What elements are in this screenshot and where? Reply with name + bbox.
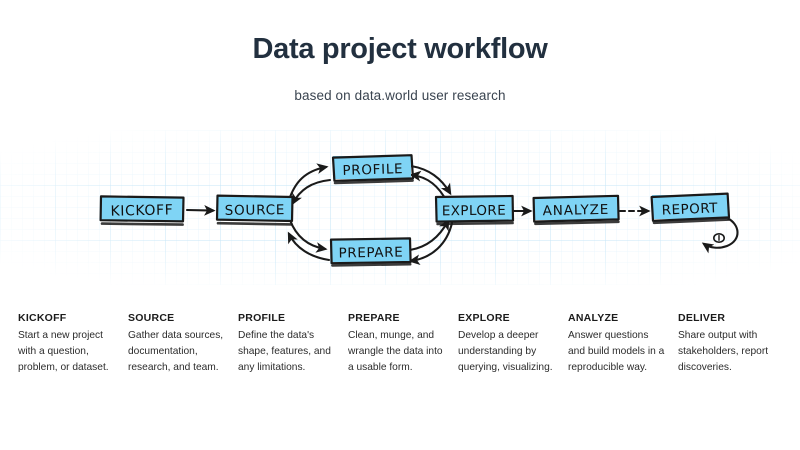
node-prepare-label: PREPARE	[338, 244, 403, 261]
node-source-highlight	[217, 196, 292, 220]
node-report-shadow	[652, 218, 730, 225]
arrow-explore-to-prepare	[408, 221, 454, 266]
caption-kickoff-body: Start a new project with a question, pro…	[18, 330, 109, 373]
node-profile[interactable]: PROFILE	[331, 154, 415, 185]
node-explore-label: EXPLORE	[442, 203, 506, 220]
caption-deliver-body: Share output with stakeholders, report d…	[678, 330, 769, 373]
node-report[interactable]: REPORT	[650, 192, 731, 225]
node-source-label: SOURCE	[225, 202, 286, 219]
node-analyze[interactable]: ANALYZE	[532, 194, 620, 226]
caption-profile: PROFILE Define the data's shape, feature…	[238, 312, 348, 375]
page-title: Data project workflow	[252, 33, 548, 65]
node-analyze-outline	[532, 194, 620, 223]
node-report-outline	[650, 192, 731, 222]
arrow-kickoff-to-source	[185, 205, 216, 216]
caption-prepare-body: Clean, munge, and wrangle the data into …	[348, 330, 443, 373]
node-explore[interactable]: EXPLORE	[434, 194, 515, 226]
caption-prepare-title: PREPARE	[348, 312, 400, 324]
node-prepare-outline	[329, 237, 412, 265]
caption-kickoff-title: KICKOFF	[18, 312, 67, 324]
node-source[interactable]: SOURCE	[215, 194, 294, 226]
caption-prepare: PREPARE Clean, munge, and wrangle the da…	[348, 312, 458, 375]
caption-profile-body: Define the data's shape, features, and a…	[238, 330, 331, 373]
caption-source-title: SOURCE	[128, 312, 175, 324]
node-kickoff-shadow	[100, 222, 184, 226]
caption-analyze-title: ANALYZE	[568, 312, 619, 324]
caption-explore-title: EXPLORE	[458, 312, 510, 324]
node-analyze-highlight	[534, 197, 618, 220]
caption-deliver-title: DELIVER	[678, 312, 726, 324]
node-explore-highlight	[436, 197, 512, 221]
node-prepare-shadow	[331, 262, 412, 267]
node-analyze-label: ANALYZE	[542, 202, 609, 220]
node-kickoff-highlight	[101, 197, 183, 221]
node-analyze-shadow	[534, 220, 620, 226]
node-kickoff-label: KICKOFF	[110, 202, 173, 219]
caption-source-body: Gather data sources, documentation, rese…	[128, 330, 224, 373]
workflow-diagram-svg: KICKOFF SOURCE PROFILE PREPARE	[0, 130, 800, 285]
caption-kickoff: KICKOFF Start a new project with a quest…	[18, 312, 128, 375]
node-profile-shadow	[333, 179, 414, 185]
node-prepare[interactable]: PREPARE	[329, 237, 412, 267]
caption-explore-body: Develop a deeper understanding by queryi…	[458, 330, 553, 373]
caption-deliver: DELIVER Share output with stakeholders, …	[678, 312, 788, 375]
node-report-highlight	[652, 195, 728, 219]
caption-profile-title: PROFILE	[238, 312, 286, 324]
node-profile-highlight	[333, 156, 411, 179]
node-prepare-highlight	[331, 239, 410, 262]
arrow-prepare-to-source	[287, 231, 331, 262]
node-source-shadow	[216, 221, 293, 226]
node-source-outline	[215, 194, 294, 223]
workflow-diagram: KICKOFF SOURCE PROFILE PREPARE	[0, 130, 800, 285]
caption-explore: EXPLORE Develop a deeper understanding b…	[458, 312, 568, 375]
page-header: Data project workflow based on data.worl…	[0, 0, 800, 103]
node-kickoff[interactable]: KICKOFF	[99, 195, 185, 226]
arrow-report-loop	[701, 216, 739, 254]
node-explore-shadow	[436, 221, 514, 226]
page-subtitle: based on data.world user research	[294, 87, 506, 103]
node-kickoff-outline	[99, 195, 185, 223]
caption-analyze-body: Answer questions and build models in a r…	[568, 330, 665, 373]
arrow-profile-to-explore	[409, 164, 452, 196]
caption-analyze: ANALYZE Answer questions and build model…	[568, 312, 678, 375]
caption-row: KICKOFF Start a new project with a quest…	[18, 312, 788, 375]
loop-circle-icon	[712, 233, 725, 244]
caption-source: SOURCE Gather data sources, documentatio…	[128, 312, 238, 375]
node-profile-label: PROFILE	[342, 161, 403, 179]
node-explore-outline	[434, 194, 515, 223]
arrow-profile-to-source	[291, 178, 332, 206]
node-report-label: REPORT	[661, 200, 718, 218]
node-profile-outline	[331, 154, 415, 182]
arrow-source-to-profile	[287, 163, 329, 202]
